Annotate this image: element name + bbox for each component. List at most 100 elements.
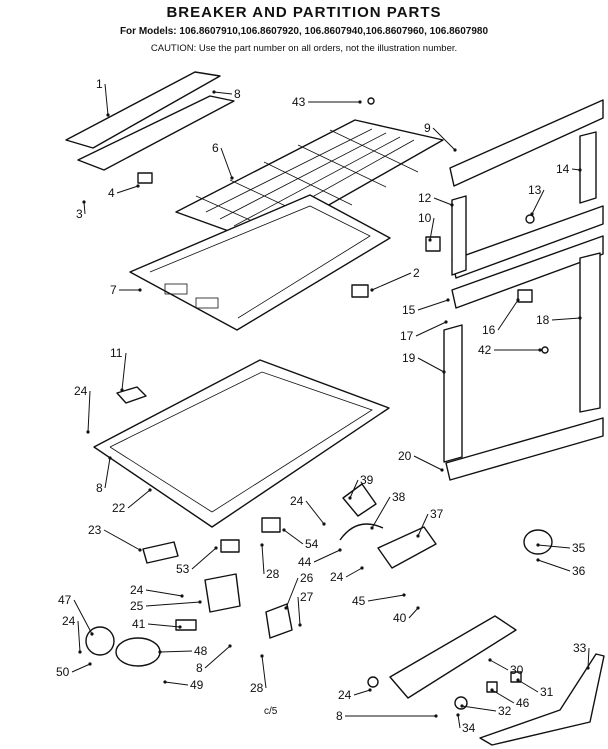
leader-tip-40 [416,606,420,610]
leader-6 [220,147,233,179]
leader-tip-41 [178,625,182,629]
leader-tip-28 [260,654,264,658]
leader-tip-34 [456,713,460,717]
callout-18: 18 [536,313,550,327]
leader-tip-24 [360,566,364,570]
callout-43: 43 [292,95,306,109]
callout-50: 50 [56,665,70,679]
leader-tip-47 [90,632,94,636]
callout-15: 15 [402,303,416,317]
leader-40 [408,607,419,619]
leader-46 [491,689,515,704]
leader-tip-31 [516,678,520,682]
callout-36: 36 [572,564,586,578]
leader-tip-15 [446,298,450,302]
leader-24 [145,589,183,597]
callout-30: 30 [510,663,524,677]
callout-4: 4 [108,186,115,200]
callout-46: 46 [516,696,530,710]
leader-tip-18 [578,316,582,320]
leader-24 [353,689,371,696]
callout-34: 34 [462,721,476,735]
leader-54 [283,529,304,545]
leader-tip-44 [338,548,342,552]
callout-24: 24 [130,583,144,597]
callout-24: 24 [338,688,352,702]
callout-9: 9 [424,121,431,135]
leader-53 [191,547,217,570]
callout-40: 40 [393,611,407,625]
leader-tip-32 [460,704,464,708]
leader-tip-8 [228,644,232,648]
callout-20: 20 [398,449,412,463]
leader-tip-48 [158,650,162,654]
leader-24 [305,500,325,525]
leader-22 [127,489,151,509]
leader-tip-8 [212,90,216,94]
leader-32 [461,705,497,712]
callout-24: 24 [330,570,344,584]
leader-24 [345,567,363,578]
leader-48 [159,650,193,653]
leader-tip-7 [138,288,142,292]
leader-19 [417,357,445,373]
leader-tip-25 [198,600,202,604]
leader-tip-35 [536,543,540,547]
leader-tip-16 [516,298,520,302]
leader-tip-24 [78,650,82,654]
callout-24: 24 [62,614,76,628]
page-code: c/5 [264,706,278,717]
leader-tip-30 [488,658,492,662]
leader-tip-24 [322,522,326,526]
part-top-breaker-trim [65,71,235,171]
leader-27 [297,596,301,626]
leader-tip-53 [214,546,218,550]
leader-tip-4 [136,184,140,188]
leader-tip-8 [434,714,438,718]
part-partition-strips [445,99,604,481]
callout-28: 28 [266,567,280,581]
leader-tip-42 [538,348,542,352]
leader-50 [71,663,91,673]
leader-38 [371,496,391,529]
leader-tip-36 [536,558,540,562]
callout-8: 8 [96,481,103,495]
part-small-clips [137,97,549,354]
leader-tip-23 [138,548,142,552]
leader-tip-9 [453,148,457,152]
callout-54: 54 [305,537,319,551]
leader-tip-26 [284,606,288,610]
callout-22: 22 [112,501,126,515]
leader-39 [349,479,359,499]
leader-11 [121,352,127,391]
leader-tip-24 [368,688,372,692]
callout-23: 23 [88,523,102,537]
leader-28 [261,655,267,689]
part-lower-trim-and-grille [367,529,605,746]
callout-16: 16 [482,323,496,337]
leader-17 [415,321,447,337]
callout-26: 26 [300,571,314,585]
leader-23 [103,529,141,551]
callout-8: 8 [234,87,241,101]
leader-tip-6 [230,176,234,180]
leader-tip-12 [450,203,454,207]
leader-41 [147,623,181,628]
leader-13 [531,189,545,215]
callout-49: 49 [190,678,204,692]
leader-24 [77,620,81,653]
leader-tip-20 [440,468,444,472]
callout-41: 41 [132,617,146,631]
leader-tip-11 [120,388,124,392]
callout-13: 13 [528,183,542,197]
leader-4 [116,185,139,194]
leader-33 [587,647,590,669]
callout-8: 8 [336,709,343,723]
leader-35 [537,544,571,549]
callout-32: 32 [498,704,512,718]
leader-tip-2 [370,288,374,292]
leader-16 [497,299,519,331]
leader-28 [261,544,265,575]
callout-27: 27 [300,590,314,604]
